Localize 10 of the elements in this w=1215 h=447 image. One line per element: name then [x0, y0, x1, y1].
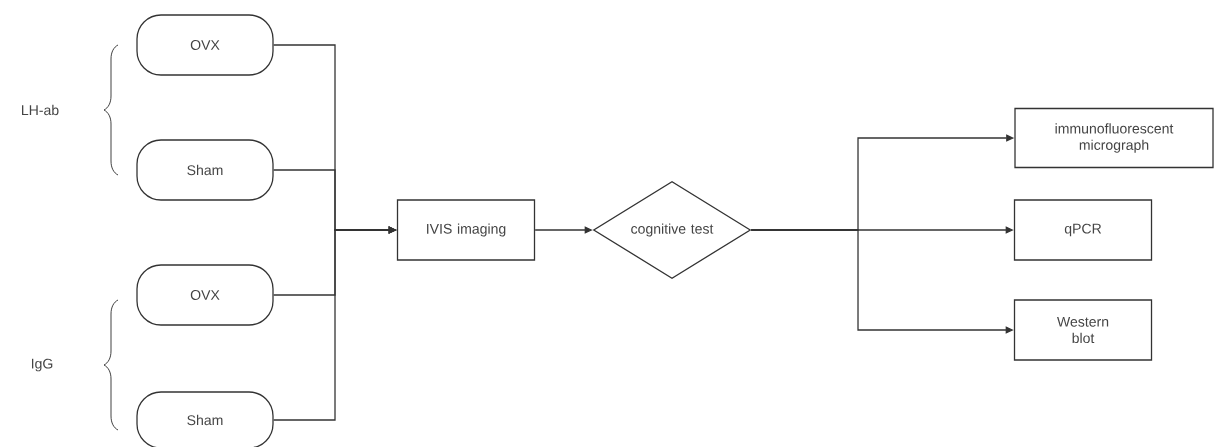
- group-label: IgG: [32, 358, 53, 372]
- group-box: Sham: [136, 391, 274, 447]
- process-box: IVIS imaging: [396, 199, 536, 261]
- group-box: OVX: [136, 264, 274, 326]
- process-box: Western blot: [1013, 299, 1153, 361]
- group-box: OVX: [136, 14, 274, 76]
- group-label: LH-ab: [22, 104, 59, 116]
- process-box: qPCR: [1013, 199, 1153, 261]
- process-box: immunofluorescent micrograph: [1014, 107, 1214, 169]
- group-box: Sham: [136, 139, 274, 201]
